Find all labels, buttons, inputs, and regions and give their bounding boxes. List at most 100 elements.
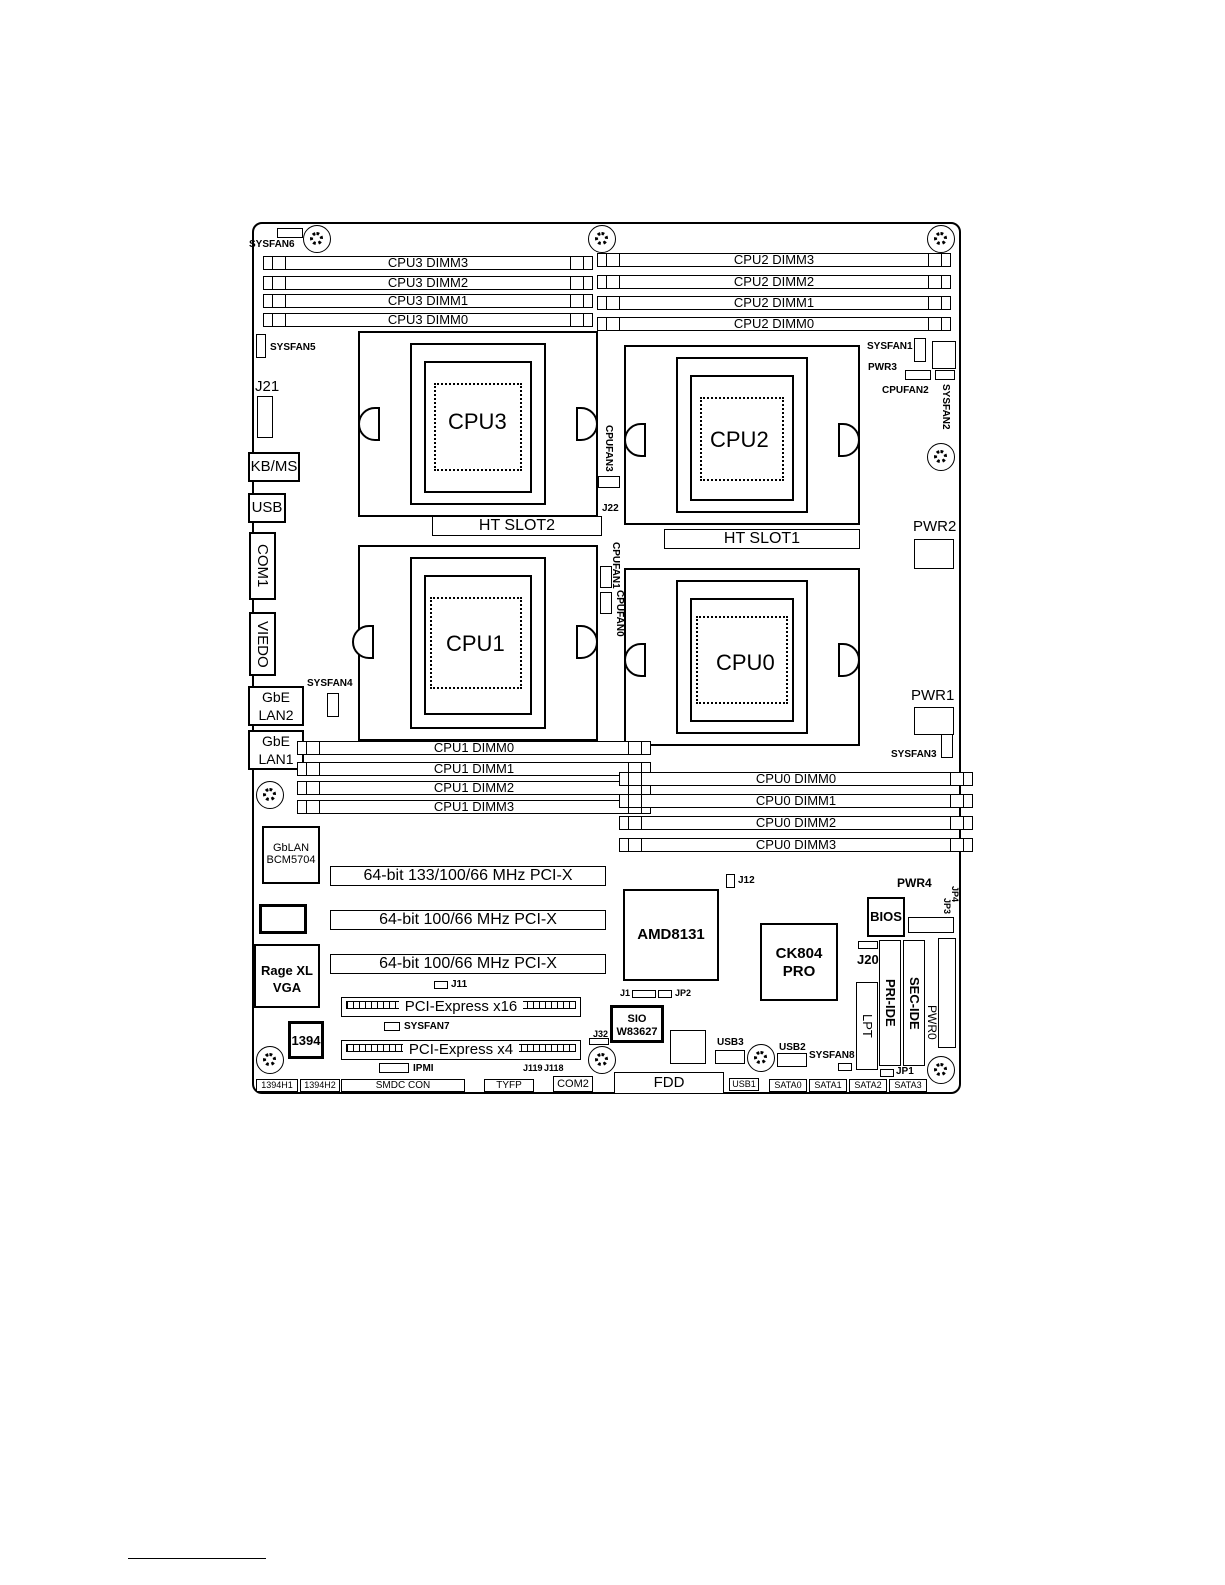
sata0-connector: SATA0: [769, 1079, 807, 1092]
amd8131-chip: AMD8131: [623, 889, 719, 981]
j12-label: J12: [738, 875, 755, 886]
j20-header: [858, 941, 878, 949]
cpufan1-label: CPUFAN1: [610, 542, 621, 589]
j11-label: J11: [451, 979, 468, 990]
cpufan3-header: [598, 476, 620, 488]
1394h1-header: 1394H1: [256, 1079, 298, 1092]
j22-label: J22: [602, 503, 619, 514]
cpu3-dimm1: CPU3 DIMM1: [263, 294, 593, 308]
ht-slot2: HT SLOT2: [432, 516, 602, 536]
pwr3-label: PWR3: [868, 362, 897, 373]
gbe-lan1-port: GbE LAN1: [248, 730, 304, 770]
cpu0-socket: CPU0: [624, 568, 860, 746]
cpufan0-label: CPUFAN0: [614, 590, 625, 637]
usb2-label: USB2: [779, 1042, 806, 1053]
cpu3-lever-left: [358, 407, 380, 441]
footnote-rule: [128, 1558, 266, 1559]
cpu2-socket: CPU2: [624, 345, 860, 525]
j21-label: J21: [255, 378, 280, 395]
j11-header: [434, 981, 448, 989]
fdd-connector: FDD: [614, 1072, 724, 1094]
cpu3-dimm2: CPU3 DIMM2: [263, 276, 593, 290]
jp2-label: JP2: [675, 988, 692, 998]
pcix-slot-1: 64-bit 133/100/66 MHz PCI-X: [330, 866, 606, 886]
j21-header: [257, 396, 273, 438]
cpufan1-header: [600, 566, 612, 588]
mounting-hole: [927, 1056, 955, 1084]
gblan-bcm5704-chip: GbLAN BCM5704: [262, 826, 320, 884]
ieee1394-chip: 1394: [288, 1021, 324, 1059]
mounting-hole: [588, 225, 616, 253]
sysfan1-label: SYSFAN1: [867, 341, 913, 352]
cpu3-dimm3: CPU3 DIMM3: [263, 256, 593, 270]
cpu2-dimm2: CPU2 DIMM2: [597, 275, 951, 289]
com2-header: COM2: [553, 1076, 593, 1092]
cpu1-socket: CPU1: [358, 545, 598, 741]
ck804-pro-chip: CK804 PRO: [760, 923, 838, 1001]
cpu3-dimm0: CPU3 DIMM0: [263, 313, 593, 327]
cpu3-socket: CPU3: [358, 331, 598, 517]
pwr0-label: PWR0: [925, 1004, 939, 1040]
cpu2-label: CPU2: [710, 427, 769, 452]
j1-header: [632, 990, 656, 998]
pcix-slot-2: 64-bit 100/66 MHz PCI-X: [330, 910, 606, 930]
cpu0-label: CPU0: [716, 650, 775, 675]
usb3-label: USB3: [717, 1037, 744, 1048]
cpufan2-label: CPUFAN2: [882, 385, 929, 396]
ipmi-label: IPMI: [413, 1063, 434, 1074]
cpufan2-header: [905, 370, 931, 380]
cpu3-label: CPU3: [448, 409, 507, 434]
sysfan8-header: [838, 1063, 852, 1071]
kbms-port: KB/MS: [248, 452, 300, 482]
pwr4-connector: [908, 917, 954, 933]
usb-port: USB: [248, 493, 286, 523]
cpu1-dimm0: CPU1 DIMM0: [297, 741, 651, 755]
mounting-hole: [303, 225, 331, 253]
mounting-hole: [588, 1046, 616, 1074]
cpufan3-label: CPUFAN3: [603, 425, 614, 472]
usb2-header: [777, 1053, 807, 1067]
j1-label: J1: [620, 988, 631, 998]
j20-label: J20: [857, 952, 879, 967]
cpu0-dimm2: CPU0 DIMM2: [619, 816, 973, 830]
sysfan4-label: SYSFAN4: [307, 678, 353, 689]
sysfan6-label: SYSFAN6: [249, 239, 295, 250]
sysfan7-header: [384, 1022, 400, 1031]
jp2-header: [658, 990, 672, 998]
cpu1-dimm1: CPU1 DIMM1: [297, 762, 651, 776]
j119-label: J119: [523, 1063, 543, 1073]
pwr2-connector: [914, 539, 954, 569]
cpu0-dimm3: CPU0 DIMM3: [619, 838, 973, 852]
jp1-header: [880, 1069, 894, 1077]
1394h2-header: 1394H2: [300, 1079, 340, 1092]
pwr2-label: PWR2: [913, 518, 957, 535]
sysfan3-header: [941, 734, 953, 758]
pcie-x4-slot: PCI-Express x4: [341, 1040, 581, 1060]
mounting-hole: [927, 225, 955, 253]
cpufan0-header: [600, 592, 612, 614]
j118-label: J118: [544, 1063, 564, 1073]
sata2-connector: SATA2: [849, 1079, 887, 1092]
pcix-slot-3: 64-bit 100/66 MHz PCI-X: [330, 954, 606, 974]
cpu1-label: CPU1: [446, 631, 505, 656]
battery: [259, 904, 307, 934]
sysfan7-label: SYSFAN7: [404, 1021, 450, 1032]
smdc-con-header: SMDC CON: [341, 1079, 465, 1092]
j12-header: [726, 874, 735, 888]
jp4-label: JP4: [950, 886, 960, 903]
sata3-connector: SATA3: [889, 1079, 927, 1092]
sysfan4-header: [327, 693, 339, 717]
sysfan5-label: SYSFAN5: [270, 342, 316, 353]
cpu0-dimm0: CPU0 DIMM0: [619, 772, 973, 786]
pwr4-label: PWR4: [897, 876, 932, 890]
sata1-connector: SATA1: [809, 1079, 847, 1092]
j32-header: [589, 1038, 609, 1045]
debug-led-display: [670, 1030, 706, 1064]
sysfan5-header: [256, 334, 266, 358]
cpu1-dimm2: CPU1 DIMM2: [297, 781, 651, 795]
sysfan3-label: SYSFAN3: [891, 749, 937, 760]
pwr1-connector: [914, 707, 954, 735]
pri-ide-connector: PRI-IDE: [879, 940, 901, 1066]
mounting-hole: [747, 1044, 775, 1072]
sio-w83627-chip: SIO W83627: [610, 1005, 664, 1043]
